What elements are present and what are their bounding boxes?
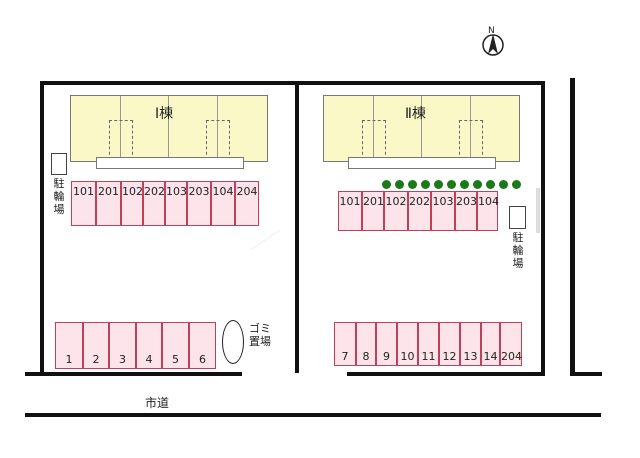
parking-slot: 11	[418, 322, 439, 366]
b1-slot: 104	[211, 181, 235, 226]
tree-icon	[473, 180, 482, 189]
building-2-label: Ⅱ棟	[405, 106, 426, 122]
b2-slot: 104	[477, 191, 499, 231]
b1-slot: 201	[96, 181, 121, 226]
tree-icon	[395, 180, 404, 189]
parking-slot: 5	[162, 322, 189, 369]
boundary-right-top	[295, 81, 545, 85]
road-edge-lower	[25, 413, 601, 417]
bicycle-parking-right	[509, 206, 526, 229]
compass-north-label: N	[488, 26, 495, 36]
parking-slot: 1	[55, 322, 83, 369]
b1-slot: 103	[165, 181, 187, 226]
parking-slot: 6	[189, 322, 216, 369]
b2-slot: 101	[338, 191, 362, 231]
b2-slot: 102	[384, 191, 408, 231]
parking-slot: 4	[136, 322, 162, 369]
b2-slot: 103	[431, 191, 455, 231]
b1-slot: 203	[187, 181, 211, 226]
building-1-balcony	[96, 157, 244, 169]
bicycle-parking-right-label: 駐輪場	[512, 231, 524, 270]
parking-slot: 3	[109, 322, 136, 369]
building-2-balcony	[348, 157, 496, 169]
road-edge-upper-far	[570, 372, 602, 376]
road-edge-upper-left	[25, 372, 242, 376]
gate	[536, 188, 540, 233]
road-label: 市道	[145, 396, 170, 410]
boundary-center-wall	[295, 81, 299, 373]
building-2	[323, 95, 520, 162]
b1-slot: 102	[121, 181, 143, 226]
compass-icon	[482, 34, 504, 56]
boundary-right-wall	[541, 81, 545, 373]
boundary-left-wall	[40, 81, 44, 373]
b2-slot: 203	[455, 191, 477, 231]
tree-icon	[421, 180, 430, 189]
parking-slot: 8	[356, 322, 376, 366]
tree-icon	[447, 180, 456, 189]
parking-slot: 9	[376, 322, 397, 366]
tree-icon	[460, 180, 469, 189]
parking-slot: 204	[500, 322, 522, 366]
parking-slot: 10	[397, 322, 418, 366]
b2-slot: 202	[408, 191, 431, 231]
building-1-label: Ⅰ棟	[155, 106, 174, 122]
tree-icon	[499, 180, 508, 189]
b1-slot: 202	[143, 181, 165, 226]
bicycle-parking-left	[51, 153, 67, 175]
tree-icon	[382, 180, 391, 189]
tree-icon	[434, 180, 443, 189]
parking-slot: 2	[83, 322, 109, 369]
parking-slot: 12	[439, 322, 460, 366]
garbage-area-label: ゴミ置場	[249, 322, 271, 348]
tree-icon	[512, 180, 521, 189]
parking-slot: 7	[334, 322, 356, 366]
road-edge-upper-right	[347, 372, 545, 376]
boundary-left-top	[40, 81, 297, 85]
bicycle-parking-left-label: 駐輪場	[53, 177, 65, 216]
parking-slot: 14	[481, 322, 500, 366]
parking-slot: 13	[460, 322, 481, 366]
b1-slot: 204	[235, 181, 259, 226]
boundary-far-right-wall	[570, 78, 575, 376]
tree-icon	[486, 180, 495, 189]
tree-icon	[408, 180, 417, 189]
b1-slot: 101	[71, 181, 96, 226]
garbage-area-icon	[222, 320, 244, 364]
b2-slot: 201	[362, 191, 384, 231]
